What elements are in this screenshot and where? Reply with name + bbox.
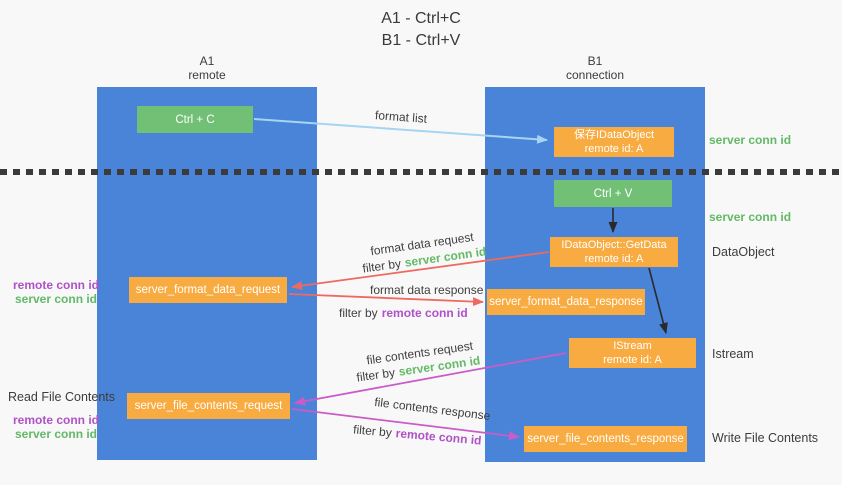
remote-conn-id-label-2: remote conn id: [12, 413, 99, 427]
diagram-title: A1 - Ctrl+C B1 - Ctrl+V: [0, 8, 842, 52]
node-save-idataobject-line1: 保存IDataObject: [573, 129, 655, 141]
filter-by-text-3: filter by: [355, 365, 396, 385]
node-server-format-data-response-label: server_format_data_response: [489, 296, 643, 308]
server-conn-id-label-top: server conn id: [709, 133, 792, 147]
lane-a1-title: A1: [199, 54, 215, 68]
lane-header-a1: A1 remote: [97, 54, 317, 82]
format-list-label: format list: [374, 108, 428, 126]
filter-by-text-4: filter by: [352, 422, 393, 440]
node-istream-line1: IStream: [613, 340, 652, 352]
write-file-contents-label: Write File Contents: [712, 431, 819, 445]
filter-by-text-2: filter by: [339, 306, 378, 320]
title-line-1: A1 - Ctrl+C: [381, 10, 461, 27]
filter-remote-conn-id-text-2: remote conn id: [395, 426, 483, 448]
node-server-file-contents-response-label: server_file_contents_response: [527, 433, 684, 445]
server-conn-id-label-2: server conn id: [14, 427, 98, 441]
dotted-divider: [0, 169, 842, 175]
node-idataobject-getdata-line1: IDataObject::GetData: [561, 239, 667, 251]
remote-conn-id-label-1: remote conn id: [12, 278, 99, 292]
node-save-idataobject-line2: remote id: A: [584, 143, 644, 155]
read-file-contents-label: Read File Contents: [8, 390, 116, 404]
lane-b1-title: B1: [587, 54, 603, 68]
format-data-response-label: format data response: [370, 283, 484, 297]
node-ctrl-v: Ctrl + V: [554, 180, 672, 207]
node-istream-line2: remote id: A: [603, 354, 662, 366]
node-server-format-data-response: server_format_data_response: [487, 289, 645, 315]
lane-b1-subtitle: connection: [565, 68, 625, 82]
lane-a1-subtitle: remote: [188, 68, 226, 82]
node-idataobject-getdata-line2: remote id: A: [584, 253, 644, 265]
server-conn-id-label-1: server conn id: [14, 292, 98, 306]
filter-remote-conn-id-text-1: remote conn id: [381, 306, 468, 320]
filter-by-text-1: filter by: [361, 256, 402, 276]
conn-id-group-2: remote conn id server conn id: [10, 413, 102, 441]
node-server-format-data-request-label: server_format_data_request: [135, 284, 281, 296]
conn-id-group-1: remote conn id server conn id: [10, 278, 102, 306]
title-line-2: B1 - Ctrl+V: [381, 32, 461, 49]
dataobject-label: DataObject: [712, 245, 775, 259]
node-ctrl-c-label: Ctrl + C: [175, 113, 215, 126]
node-ctrl-v-label: Ctrl + V: [593, 187, 633, 200]
node-server-file-contents-response: server_file_contents_response: [524, 426, 687, 452]
node-server-file-contents-request: server_file_contents_request: [127, 393, 290, 419]
node-server-format-data-request: server_format_data_request: [129, 277, 287, 303]
node-idataobject-getdata: IDataObject::GetData remote id: A: [550, 237, 678, 267]
node-server-file-contents-request-label: server_file_contents_request: [134, 400, 283, 412]
server-conn-id-label-mid: server conn id: [709, 210, 792, 224]
node-istream: IStream remote id: A: [569, 338, 696, 368]
file-contents-response-label: file contents response: [373, 394, 492, 424]
node-ctrl-c: Ctrl + C: [137, 106, 253, 133]
istream-label: Istream: [712, 347, 754, 361]
lane-header-b1: B1 connection: [485, 54, 705, 82]
node-save-idataobject: 保存IDataObject remote id: A: [554, 127, 674, 157]
